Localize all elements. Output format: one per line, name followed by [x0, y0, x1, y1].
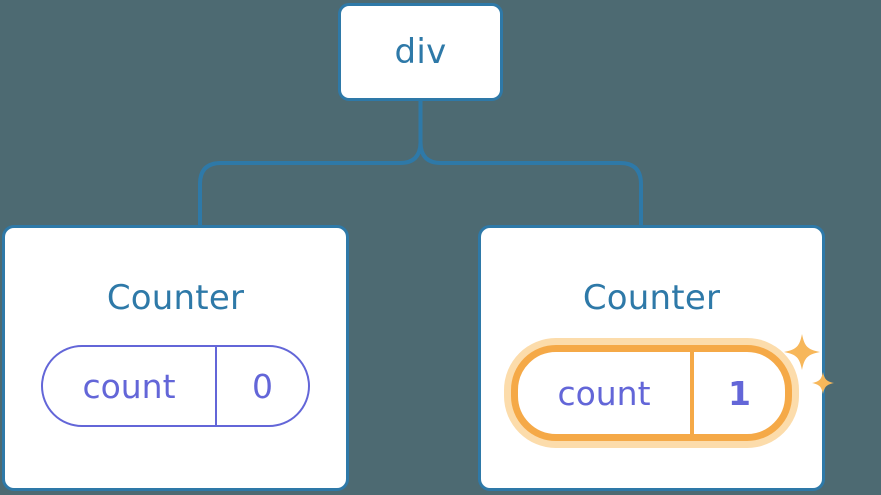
- state-key-label: count: [82, 366, 176, 406]
- component-title: Counter: [582, 278, 721, 318]
- component-title: Counter: [106, 278, 245, 318]
- state-pill-highlighted[interactable]: count 1: [511, 334, 834, 441]
- sparkles-icon: [784, 334, 834, 394]
- component-card-counter-right[interactable]: Counter count 1: [478, 225, 834, 491]
- component-card-counter-left[interactable]: Counter count 0: [2, 225, 349, 491]
- root-node-label: div: [394, 32, 447, 72]
- state-pill-wrapper: count 1: [511, 334, 834, 441]
- state-value-label: 0: [252, 366, 273, 406]
- state-pill-wrapper: count 0: [41, 345, 310, 427]
- state-key-label: count: [557, 373, 651, 413]
- state-pill-divider: [690, 352, 694, 434]
- root-node-div[interactable]: div: [338, 3, 503, 101]
- state-pill-divider: [215, 347, 217, 425]
- state-value-label: 1: [728, 373, 751, 413]
- state-pill[interactable]: count 0: [41, 345, 310, 427]
